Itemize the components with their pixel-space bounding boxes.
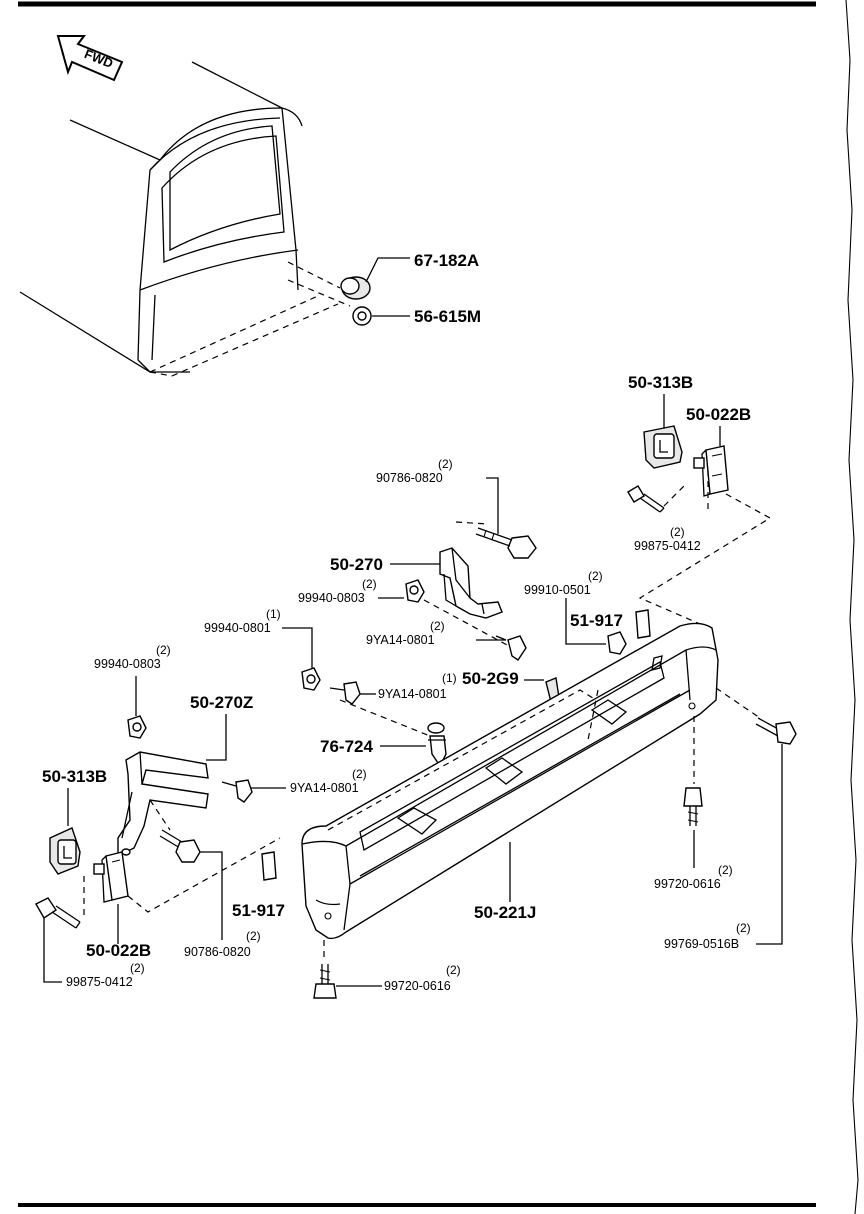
callout-50-313B-right: 50-313B — [628, 373, 693, 392]
part-67-182A[interactable] — [340, 257, 410, 300]
callout-99720-0616-bottom-qty: (2) — [446, 963, 461, 977]
callout-99769-0516B-qty: (2) — [736, 921, 751, 935]
part-99875-0412-right[interactable] — [627, 485, 665, 513]
callout-99720-0616-bottom: 99720-0616 — [384, 979, 451, 993]
callout-51-917-right: 51-917 — [570, 611, 623, 630]
part-50-022B-right[interactable] — [693, 445, 729, 497]
callout-56-615M: 56-615M — [414, 307, 481, 326]
part-50-270[interactable] — [439, 547, 503, 619]
callout-99875-0412-right-qty: (2) — [670, 525, 685, 539]
callout-50-022B-right: 50-022B — [686, 405, 751, 424]
callout-99769-0516B: 99769-0516B — [664, 937, 739, 951]
callout-50-221J: 50-221J — [474, 903, 536, 922]
callout-50-313B-left: 50-313B — [42, 767, 107, 786]
part-51-917-left[interactable] — [261, 851, 277, 881]
callout-9YA14-0801-a: 9YA14-0801 — [366, 633, 435, 647]
callout-50-2G9-qty: (1) — [442, 671, 457, 685]
fwd-arrow-icon: FWD — [56, 35, 124, 82]
callout-99940-0801: 99940-0801 — [204, 621, 271, 635]
callout-99720-0616-right-qty: (2) — [718, 863, 733, 877]
callout-51-917-left: 51-917 — [232, 901, 285, 920]
callout-76-724: 76-724 — [320, 737, 373, 756]
part-90786-0820-top[interactable] — [475, 527, 537, 559]
callout-50-2G9: 50-2G9 — [462, 669, 519, 688]
part-9YA14-0801-a[interactable] — [495, 635, 527, 661]
part-50-313B-right[interactable] — [643, 425, 683, 469]
part-99940-0803-mid[interactable] — [405, 579, 425, 603]
callout-99940-0803-left-qty: (2) — [156, 643, 171, 657]
part-9YA14-0801-c[interactable] — [221, 779, 253, 803]
callout-99875-0412-right: 99875-0412 — [634, 539, 701, 553]
callout-90786-0820-top-qty: (2) — [438, 457, 453, 471]
callout-99875-0412-left: 99875-0412 — [66, 975, 133, 989]
callout-67-182A: 67-182A — [414, 251, 479, 270]
part-50-313B-left[interactable] — [49, 827, 81, 875]
callout-9YA14-0801-a-qty: (2) — [430, 619, 445, 633]
part-99769-0516B[interactable] — [755, 717, 797, 745]
part-99720-0616-right[interactable] — [683, 787, 703, 826]
part-99720-0616-bottom[interactable] — [313, 964, 337, 999]
callout-99940-0803-mid: 99940-0803 — [298, 591, 365, 605]
callout-90786-0820-bottom-qty: (2) — [246, 929, 261, 943]
part-76-724[interactable] — [427, 722, 447, 768]
callout-9YA14-0801-c-qty: (2) — [352, 767, 367, 781]
callout-9YA14-0801-b: 9YA14-0801 — [378, 687, 447, 701]
callout-99910-0501: 99910-0501 — [524, 583, 591, 597]
part-50-221J-bumper[interactable] — [301, 622, 719, 940]
right-torn-edge — [845, 0, 859, 1214]
part-51-917-right[interactable] — [635, 609, 651, 639]
part-99875-0412-left[interactable] — [35, 897, 81, 929]
callout-50-270: 50-270 — [330, 555, 383, 574]
part-99910-0501[interactable] — [607, 631, 627, 655]
part-50-022B-left[interactable] — [93, 851, 129, 903]
callout-90786-0820-bottom: 90786-0820 — [184, 945, 251, 959]
part-99940-0803-left[interactable] — [127, 715, 147, 739]
callout-99940-0803-mid-qty: (2) — [362, 577, 377, 591]
callout-90786-0820-top: 90786-0820 — [376, 471, 443, 485]
callout-50-270Z: 50-270Z — [190, 693, 253, 712]
callout-99910-0501-qty: (2) — [588, 569, 603, 583]
part-56-615M[interactable] — [352, 306, 410, 326]
part-99940-0801[interactable] — [301, 667, 321, 691]
callout-99940-0803-left: 99940-0803 — [94, 657, 161, 671]
part-9YA14-0801-b[interactable] — [329, 681, 361, 705]
callout-50-022B-left: 50-022B — [86, 941, 151, 960]
vehicle-rear-body — [19, 61, 351, 377]
callout-99720-0616-right: 99720-0616 — [654, 877, 721, 891]
callout-99875-0412-left-qty: (2) — [130, 961, 145, 975]
part-90786-0820-bottom[interactable] — [159, 829, 201, 863]
callout-9YA14-0801-c: 9YA14-0801 — [290, 781, 359, 795]
part-50-270Z[interactable] — [117, 751, 209, 858]
callout-99940-0801-qty: (1) — [266, 607, 281, 621]
